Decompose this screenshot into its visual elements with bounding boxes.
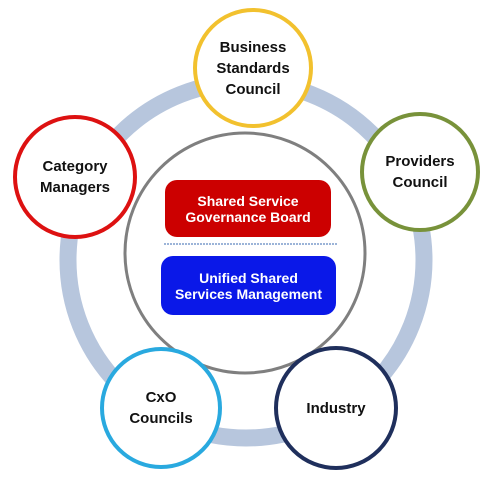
shared-service-governance-board-box: Shared Service Governance Board	[165, 180, 331, 237]
node-label-providers-council: Providers Council	[385, 153, 455, 191]
unified-shared-services-management-box: Unified Shared Services Management	[161, 256, 336, 315]
node-label-cxo-councils: CxO Councils	[129, 389, 193, 427]
node-circle-providers-council	[360, 112, 480, 232]
node-circle-industry	[274, 346, 398, 470]
node-label-category-managers: Category Managers	[39, 158, 111, 196]
node-circle-business-standards-council	[193, 8, 313, 128]
node-label-industry: Industry	[306, 399, 366, 417]
node-circle-category-managers	[13, 115, 137, 239]
node-circle-cxo-councils	[100, 347, 222, 469]
center-circle	[123, 131, 367, 375]
node-label-business-standards-council: Business Standards Council	[216, 38, 290, 98]
